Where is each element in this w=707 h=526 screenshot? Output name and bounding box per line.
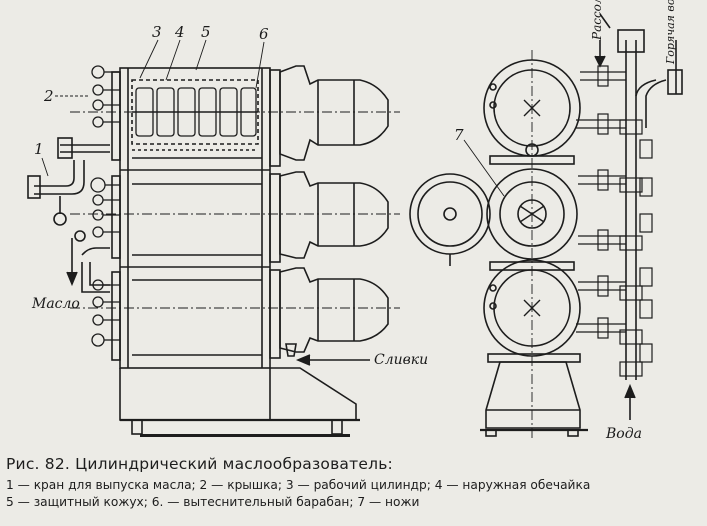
figure-caption: Рис. 82. Цилиндрический маслообразовател… <box>6 455 706 511</box>
label-maslo: Масло <box>31 296 80 312</box>
label-num-4: 4 <box>174 23 185 41</box>
caption-legend-line-2: 5 — защитный кожух; 6. — вытеснительный … <box>6 495 420 509</box>
label-goryachaya-voda: Горячая вода <box>664 0 677 65</box>
label-rassol: Рассол <box>590 0 604 41</box>
label-num-3: 3 <box>152 23 162 41</box>
caption-legend-line-1: 1 — кран для выпуска масла; 2 — крышка; … <box>6 478 591 492</box>
figure-drawing: 3 4 5 6 2 1 7 Масло Сливки Вода Рассол Г… <box>27 0 683 442</box>
label-num-1: 1 <box>34 140 44 158</box>
label-voda: Вода <box>605 426 642 442</box>
label-num-5: 5 <box>201 23 211 41</box>
caption-title: Рис. 82. Цилиндрический маслообразовател… <box>6 455 393 473</box>
side-view <box>27 39 400 437</box>
label-slivki: Сливки <box>374 352 428 368</box>
label-num-6: 6 <box>259 25 269 43</box>
label-num-7: 7 <box>454 126 464 144</box>
figure-labels: 3 4 5 6 2 1 7 Масло Сливки Вода Рассол Г… <box>31 0 677 442</box>
front-view <box>409 13 683 440</box>
label-num-2: 2 <box>43 87 54 105</box>
